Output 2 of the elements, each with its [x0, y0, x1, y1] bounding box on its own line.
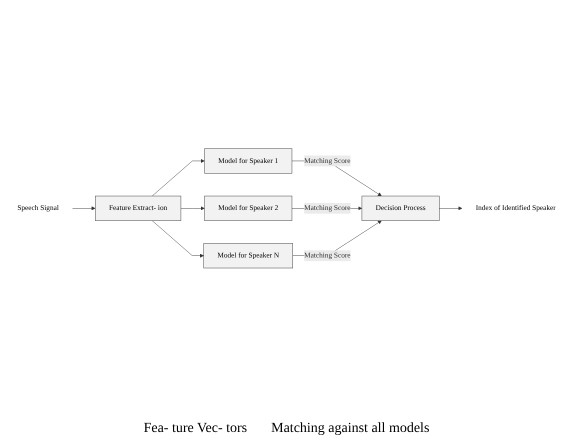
note-text: Matching against all models — [271, 421, 430, 437]
note-text: Fea- ture Vec- tors — [144, 421, 248, 437]
